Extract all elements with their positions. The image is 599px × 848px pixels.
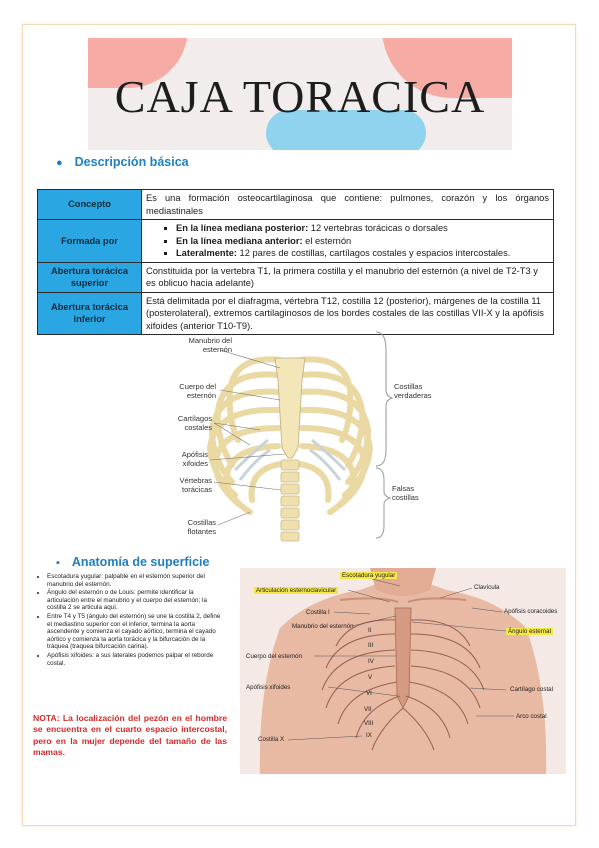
label-clavicula: Clavícula (474, 584, 500, 591)
bullet-icon: ● (56, 157, 63, 169)
list-item: Lateralmente: 12 pares de costillas, car… (176, 247, 549, 260)
list-item-text: 12 vertebras torácicas o dorsales (308, 223, 448, 233)
table-header-cell: Concepto (37, 189, 142, 220)
section-heading-text: Anatomía de superficie (71, 555, 210, 569)
list-item-bold: En la línea mediana posterior: (176, 223, 309, 233)
label-cartilagos: Cartílagos costales (177, 414, 212, 432)
highlight-text: Articulación esternoclavicular (254, 587, 339, 594)
rib-numeral: VIII (364, 720, 374, 727)
label-arco: Arco costal (516, 713, 547, 720)
rib-numeral: IV (368, 658, 374, 665)
label-vertebras: Vértebras torácicas (179, 476, 212, 494)
title-banner: CAJA TORACICA (88, 38, 512, 150)
torso-figure: Escotadura yugular Articulación esternoc… (240, 568, 566, 774)
list-item-bold: En la línea mediana anterior: (176, 235, 303, 246)
surface-anatomy-notes: Escotadura yugular: palpable en el ester… (33, 573, 223, 707)
list-item: En la línea mediana posterior: 12 verteb… (176, 222, 549, 235)
rib-cage-figure: Manubrio del esternón Cuerpo del esternó… (140, 330, 440, 542)
list-item-text: 12 pares de costillas, cartílagos costal… (236, 248, 511, 258)
label-costilla1: Costilla I (306, 609, 330, 616)
label-manubrio: Manubrio del esternón (188, 336, 232, 354)
label-verdaderas: Costillas verdaderas (394, 382, 432, 400)
sternum-shape (274, 357, 306, 459)
label-cuerpo-torso: Cuerpo del esternón (246, 653, 303, 660)
label-apofisis: Apófisis xifoides (181, 450, 208, 468)
page-title: CAJA TORACICA (114, 71, 486, 122)
rib-numeral: III (368, 642, 374, 649)
label-xifoides: Apófisis xifoides (246, 684, 291, 691)
list-item: Ángulo del esternón o de Louis: permite … (47, 589, 223, 612)
label-manubrio-torso: Manubrio del esternón (292, 623, 354, 630)
label-cuerpo: Cuerpo del esternón (179, 382, 216, 400)
rib-numeral: II (368, 627, 372, 634)
label-cartilago: Cartílago costal (510, 686, 553, 693)
label-flotantes: Costillas flotantes (187, 518, 216, 536)
section-heading-descripcion: ● Descripción básica (56, 155, 189, 169)
label-coracoides: Apófisis coracoides (504, 608, 558, 615)
label-costillax: Costilla X (258, 736, 285, 743)
rib-numeral: V (368, 674, 373, 681)
section-heading-text: Descripción básica (74, 155, 189, 169)
label-falsas: Falsas costillas (392, 484, 419, 502)
list-item-text: el esternón (302, 235, 352, 246)
list-item: En la línea mediana anterior: el esternó… (176, 235, 549, 248)
highlight-text: Ángulo esternal (506, 628, 553, 635)
torso-illustration (259, 568, 547, 774)
table-header-cell: Abertura torácica superior (37, 261, 142, 293)
notes-list: Escotadura yugular: palpable en el ester… (33, 573, 223, 667)
table-cell: En la línea mediana posterior: 12 verteb… (141, 219, 554, 263)
nota-text: NOTA: La localización del pezón en el ho… (33, 713, 227, 758)
info-table: Concepto Es una formación osteocartilagi… (37, 189, 554, 335)
highlight-text: Escotadura yugular (340, 572, 398, 579)
label-articulacion: Articulación esternoclavicular (254, 587, 339, 594)
table-row: Abertura torácica superior Constituida p… (37, 261, 554, 293)
list-item: Apófisis xifoides: a sus laterales podem… (47, 652, 223, 667)
rib-cage-illustration (206, 331, 394, 542)
rib-numeral: VI (366, 690, 372, 697)
list-item-bold: Lateralmente: (176, 248, 237, 258)
rib-numeral: IX (366, 732, 372, 739)
table-header-cell: Formada por (37, 219, 142, 263)
label-escotadura: Escotadura yugular (340, 572, 398, 579)
table-row: Formada por En la línea mediana posterio… (37, 219, 554, 263)
rib-numeral: VII (364, 706, 372, 713)
table-cell: Constituida por la vertebra T1, la prime… (141, 261, 554, 293)
list-item: Entre T4 y T5 (ángulo del esternón) se u… (47, 613, 223, 651)
formada-list: En la línea mediana posterior: 12 verteb… (146, 222, 549, 260)
banner-shape (266, 110, 426, 150)
table-row: Abertura torácica inferior Está delimita… (37, 291, 554, 335)
list-item: Escotadura yugular: palpable en el ester… (47, 573, 223, 588)
table-row: Concepto Es una formación osteocartilagi… (37, 189, 554, 220)
section-heading-anatomia: ▪ Anatomía de superficie (56, 555, 209, 569)
label-angulo: Ángulo esternal (506, 628, 553, 635)
table-cell: Está delimitada por el diafragma, vérteb… (141, 291, 554, 335)
bullet-icon: ▪ (56, 557, 60, 569)
table-cell: Es una formación osteocartilaginosa que … (141, 189, 554, 220)
table-header-cell: Abertura torácica inferior (37, 291, 142, 335)
